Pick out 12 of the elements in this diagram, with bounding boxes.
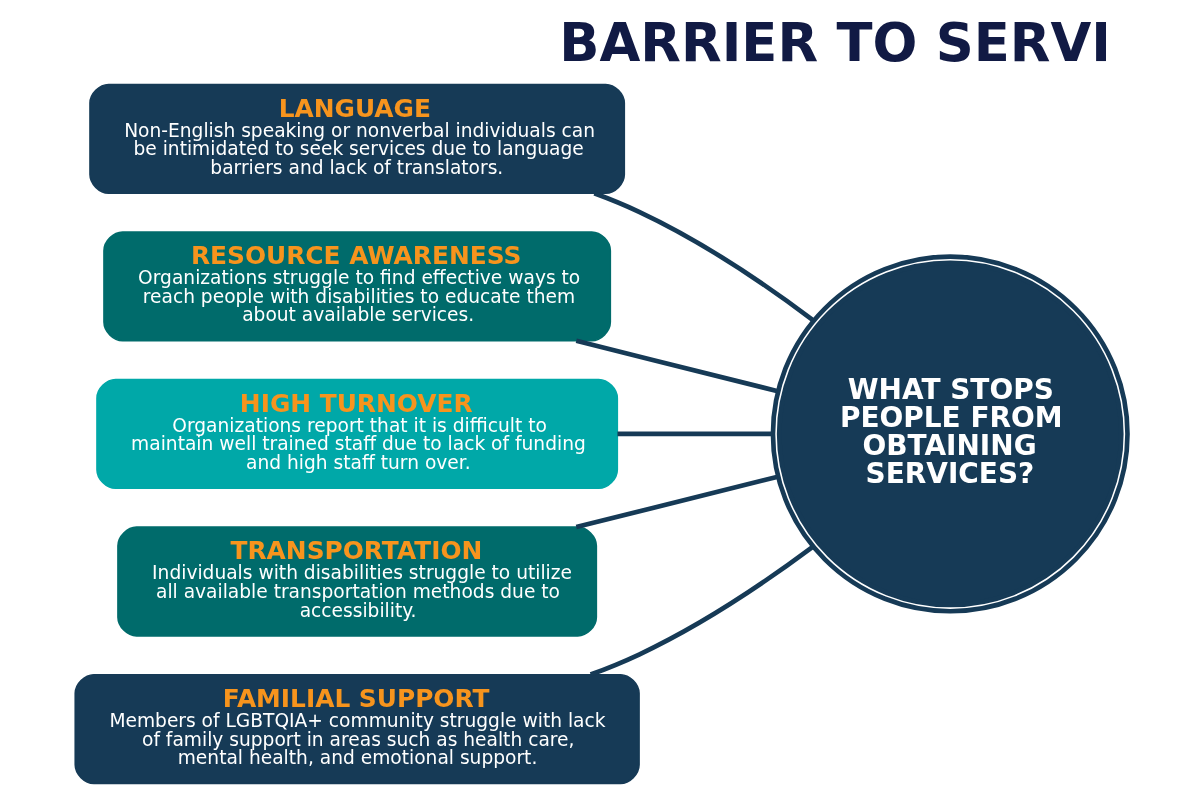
connector: [616, 431, 772, 437]
connector: [589, 545, 814, 677]
connector: [575, 338, 778, 394]
connector: [592, 191, 814, 322]
connector: [575, 474, 778, 530]
node-box: TRANSPORTATION Individuals with disabilities struggle to utilize all available transportation methods due to accessibility.: [116, 526, 597, 637]
node-box: RESOURCE AWARENESS Organizations struggle to find effective ways to reach people with disabilities to educate them about available services.: [102, 231, 611, 342]
node-box: FAMILIAL SUPPORT Members of LGBTQIA+ community struggle with lack of family support in areas such as health care, mental health, and emotional support.: [73, 673, 640, 785]
node-box: HIGH TURNOVER Organizations report that it is difficult to maintain well trained staff due to lack of funding and high staff turn over.: [95, 378, 618, 490]
diagram-title: BARRIER TO SERVI: [558, 12, 1111, 74]
node-box: LANGUAGE Non-English speaking or nonverbal individuals can be intimidated to seek services due to language barriers and lack of translators.: [88, 83, 625, 194]
node-circle: WHAT STOPS PEOPLE FROM OBTAINING SERVICES?: [770, 254, 1130, 614]
